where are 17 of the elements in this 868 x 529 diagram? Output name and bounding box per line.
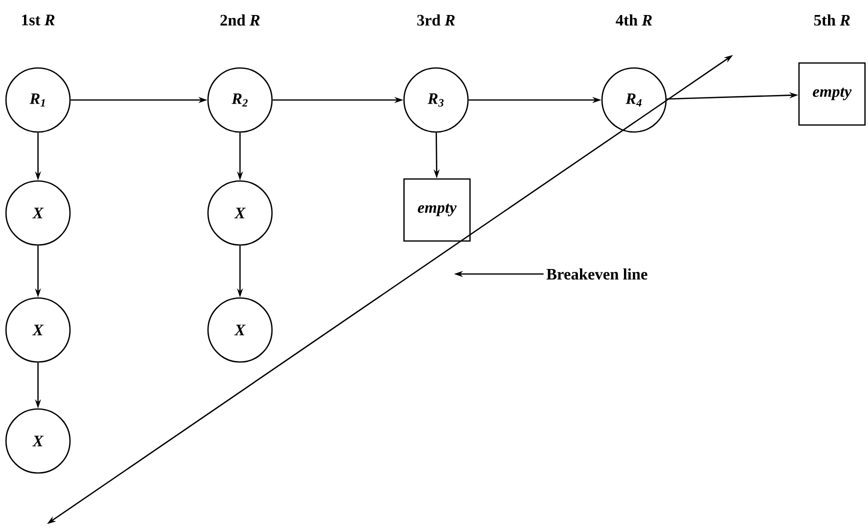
column-heading: 4th R xyxy=(616,14,652,26)
column-heading: 3rd R xyxy=(417,14,455,26)
circle-node: X xyxy=(5,408,71,474)
circle-node: R$_{4}$ xyxy=(601,67,667,133)
circle-node: R$_{1}$ xyxy=(5,67,71,133)
breakeven-label: Breakeven line xyxy=(546,268,648,280)
box-node: empty xyxy=(403,178,471,242)
column-heading: 1st R xyxy=(22,14,54,26)
circle-node: X xyxy=(5,297,71,363)
circle-node: X xyxy=(207,180,273,246)
circle-node: X xyxy=(207,297,273,363)
circle-node: R$_{3}$ xyxy=(403,67,469,133)
circle-node: R$_{2}$ xyxy=(207,67,273,133)
circle-node: X xyxy=(5,180,71,246)
column-heading: 5th R xyxy=(814,14,850,26)
column-heading: 2nd R xyxy=(220,14,260,26)
box-node: empty xyxy=(798,62,866,126)
